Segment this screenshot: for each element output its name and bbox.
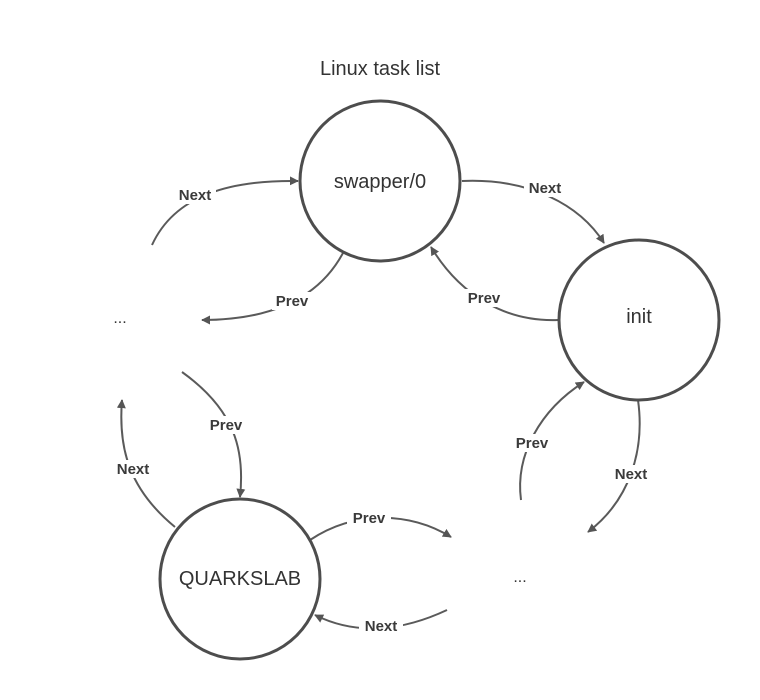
node-swapper-circle — [298, 99, 462, 263]
node-quarkslab-circle — [158, 497, 322, 661]
ellipsis-left: ... — [113, 310, 126, 327]
edge-label-left-to-swapper: Next — [179, 187, 212, 204]
ellipsis-bottom: ... — [513, 569, 526, 586]
edge-label-left-to-quarkslab: Prev — [210, 417, 243, 434]
edge-label-init-to-swapper: Prev — [468, 290, 501, 307]
edge-label-quarkslab-to-left: Next — [117, 461, 150, 478]
edge-left-to-swapper — [151, 176, 299, 246]
node-quarkslab-label: QUARKSLAB — [179, 568, 301, 590]
edge-label-swapper-to-left: Prev — [276, 293, 309, 310]
edge-label-bottom-to-init: Prev — [516, 435, 549, 452]
node-init-label: init — [626, 306, 652, 328]
edge-label-swapper-to-init: Next — [529, 180, 562, 197]
edge-init-to-swapper — [430, 246, 559, 322]
edge-left-to-quarkslab — [181, 371, 246, 498]
diagram-title: Linux task list — [320, 58, 440, 80]
edge-label-quarkslab-to-bottom: Prev — [353, 510, 386, 527]
edge-label-bottom-to-quarkslab: Next — [365, 618, 398, 635]
edge-label-init-to-bottom: Next — [615, 466, 648, 483]
node-swapper-label: swapper/0 — [334, 171, 426, 193]
node-init-circle — [557, 238, 721, 402]
